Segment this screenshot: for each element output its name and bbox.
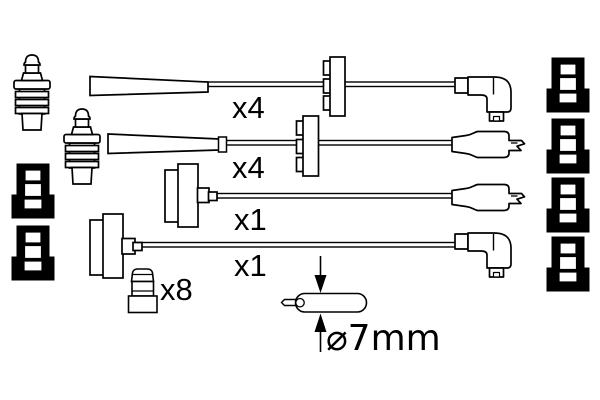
cable-row4 xyxy=(135,241,464,248)
straight-plug-boot-row3 xyxy=(451,183,526,212)
cable-row4-parts xyxy=(89,213,512,279)
seal-grommet-right-3 xyxy=(546,177,590,233)
tapered-boot-row2 xyxy=(107,133,220,155)
cable-row1-parts xyxy=(89,56,512,122)
arrow-up-icon xyxy=(314,313,327,332)
bulkhead-grommet-row2 xyxy=(295,115,320,177)
straight-plug-boot-row2 xyxy=(451,130,526,159)
cable-step-row3 xyxy=(207,191,218,202)
taper-end-cap-row2 xyxy=(217,136,228,153)
cable-row3 xyxy=(209,192,461,199)
qty-label-row3: x1 xyxy=(234,202,267,237)
cable-row2 xyxy=(219,139,461,146)
angled-plug-boot-row1 xyxy=(454,76,512,122)
spark-plug-boot-ribbed-2 xyxy=(63,108,101,185)
cable-diameter-label: ⌀7mm xyxy=(326,318,441,359)
seal-grommet-left-1 xyxy=(11,163,55,219)
qty-label-row2: x4 xyxy=(232,150,265,185)
connector-nipple-row3 xyxy=(196,187,210,204)
cable-step-row4 xyxy=(132,241,143,252)
distributor-connector-back-row3 xyxy=(164,169,180,223)
qty-label-caps: x8 xyxy=(160,272,193,307)
spark-plug-boot-ribbed-1 xyxy=(13,54,51,131)
angled-plug-boot-row4 xyxy=(454,232,512,278)
qty-label-row1: x4 xyxy=(232,90,265,125)
distributor-connector-front-row4 xyxy=(102,213,124,279)
seal-grommet-right-1 xyxy=(546,57,590,113)
seal-grommet-right-4 xyxy=(546,236,590,292)
tapered-boot-row1 xyxy=(89,75,209,97)
qty-label-row4: x1 xyxy=(234,248,267,283)
diameter-annotation xyxy=(280,256,368,352)
arrow-down-icon xyxy=(314,275,327,293)
distributor-connector-front-row3 xyxy=(177,163,199,228)
rubber-cap-x8 xyxy=(127,268,158,314)
seal-grommet-left-2 xyxy=(11,225,55,281)
bulkhead-grommet-row1 xyxy=(322,56,346,117)
seal-grommet-right-2 xyxy=(546,118,590,174)
cable-row3-parts xyxy=(164,163,526,228)
cable-cross-section xyxy=(280,292,368,313)
cable-row2-parts xyxy=(107,115,526,177)
